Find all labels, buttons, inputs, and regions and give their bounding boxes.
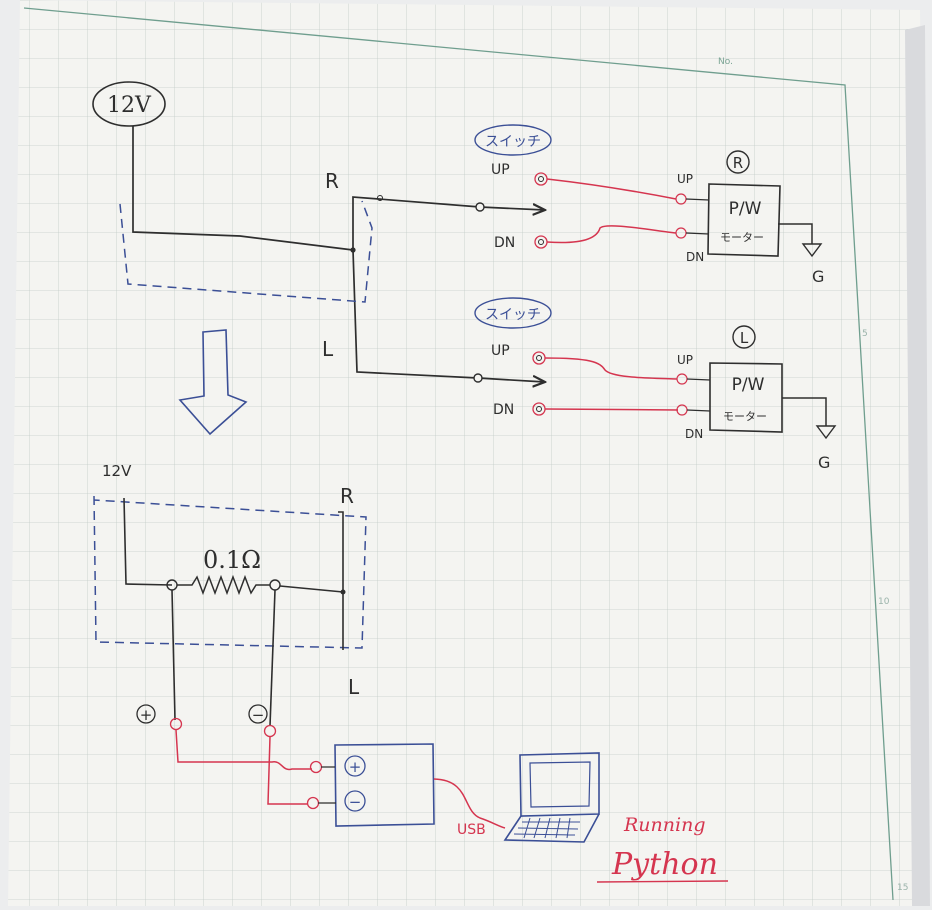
- adc-plus-label: +: [349, 758, 362, 776]
- usb-cable: [433, 778, 506, 829]
- switch-r-dn-label: DN: [494, 235, 515, 251]
- wire-l-up: [544, 357, 678, 380]
- motor-r: R P/W モーター UP DN G: [675, 150, 824, 286]
- motor-l-up-label: UP: [677, 353, 693, 367]
- minus-probe-wire: [267, 736, 308, 805]
- motor-l-dn-label: DN: [685, 427, 703, 441]
- bottom-replace-region: [93, 495, 367, 649]
- probe-plus-marker: [136, 704, 156, 724]
- bottom-circuit: 12V 0.1Ω R L + − +: [93, 462, 729, 883]
- adc-minus-label: −: [349, 793, 362, 811]
- ground-icon: [801, 243, 823, 258]
- switch-l-title: スイッチ: [485, 307, 541, 323]
- adc-box: + −: [318, 743, 435, 827]
- note-running: Running: [623, 814, 706, 836]
- page-edge-stack: [905, 25, 930, 906]
- laptop-icon: [503, 752, 600, 843]
- bottom-branch-bus: [338, 511, 344, 650]
- probe-plus-label: +: [140, 706, 153, 724]
- header-no-label: No.: [718, 57, 733, 67]
- shunt-resistor: [177, 574, 270, 596]
- motor-r-dn-label: DN: [686, 250, 704, 264]
- supply-12v-top: 12V: [92, 81, 166, 127]
- switch-r: スイッチ UP DN: [474, 124, 552, 251]
- wire-r-dn: [546, 225, 677, 244]
- paper-sheet: [8, 0, 930, 906]
- ground-icon: [815, 425, 837, 440]
- branch-r-wire: [352, 196, 545, 250]
- plus-probe-wire: [175, 729, 312, 771]
- motor-l: L P/W モーター UP DN G: [676, 325, 837, 472]
- branch-l-wire: [352, 249, 545, 382]
- page-border: [23, 7, 894, 901]
- motor-l-ground-label: G: [818, 453, 830, 472]
- branch-l-label: L: [322, 337, 334, 361]
- branch-r-label: R: [325, 169, 339, 193]
- motor-r-motor-label: モーター: [720, 231, 764, 244]
- switch-r-title: スイッチ: [485, 134, 541, 150]
- supply-wire-top: [132, 126, 354, 251]
- resistor-label: 0.1Ω: [203, 546, 261, 574]
- switch-l-dn-label: DN: [493, 402, 514, 418]
- margin-mark-15: 15: [897, 883, 908, 893]
- switch-l-up-label: UP: [491, 343, 510, 359]
- motor-l-name: P/W: [732, 375, 765, 395]
- bottom-branch-l-label: L: [348, 675, 360, 699]
- wire-r-up: [546, 178, 677, 200]
- motor-l-motor-label: モーター: [723, 410, 767, 423]
- branch-r-terminal: [475, 202, 485, 212]
- bottom-branch-r-label: R: [340, 484, 354, 508]
- switch-r-up-label: UP: [491, 162, 510, 178]
- branch-l-terminal: [473, 373, 483, 383]
- wire-l-dn: [544, 408, 679, 411]
- supply-label-bottom: 12V: [102, 462, 132, 480]
- note-python: Python: [611, 847, 718, 882]
- switch-l: スイッチ UP DN: [474, 297, 552, 418]
- supply-label-top: 12V: [107, 93, 152, 118]
- probe-minus-marker: [248, 704, 268, 724]
- top-replace-region: [119, 200, 373, 303]
- down-arrow-icon: [178, 329, 248, 436]
- margin-mark-10: 10: [878, 597, 890, 607]
- motor-r-name: P/W: [729, 199, 762, 219]
- usb-label: USB: [457, 822, 486, 838]
- motor-l-tag: L: [740, 329, 749, 347]
- motor-r-up-label: UP: [677, 172, 693, 186]
- supply-wire-bottom: [123, 497, 173, 586]
- motor-r-tag: R: [733, 154, 743, 172]
- motor-r-ground-label: G: [812, 267, 824, 286]
- motor-r-box: [707, 183, 781, 257]
- probe-minus-label: −: [252, 706, 265, 724]
- top-circuit: 12V R L スイッチ UP DN スイッチ: [92, 81, 837, 472]
- motor-l-box: [709, 362, 783, 433]
- margin-mark-5: 5: [862, 329, 868, 339]
- note-underline: [596, 880, 729, 883]
